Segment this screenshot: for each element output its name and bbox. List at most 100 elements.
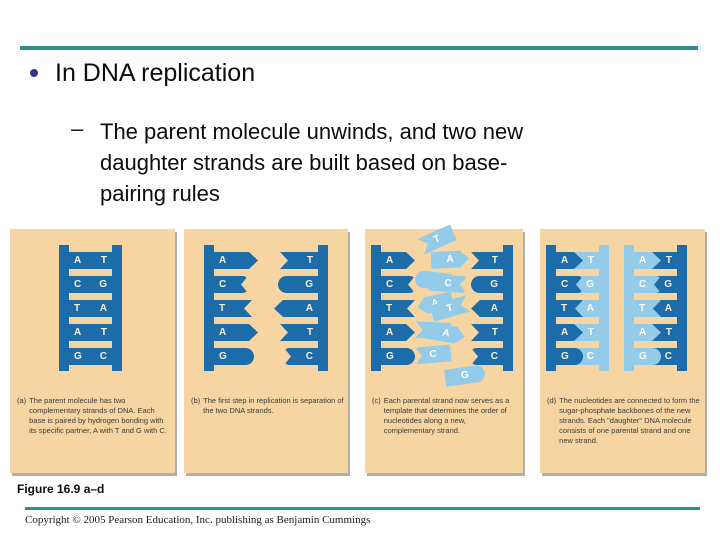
nucleotide-T: T (86, 324, 112, 341)
caption-text: The nucleotides are connected to form th… (559, 396, 700, 445)
subtitle-line-3: pairing rules (100, 181, 220, 206)
nucleotide-A: A (431, 250, 470, 269)
dark-strand-backbone (677, 245, 687, 371)
base-letter: G (639, 350, 647, 362)
nucleotide-C: C (428, 274, 467, 294)
light-strand-backbone (599, 245, 609, 371)
base-letter: T (665, 254, 672, 266)
title-row: In DNA replication (30, 59, 255, 88)
nucleotide-C: C (471, 348, 503, 365)
nucleotide-A: A (69, 324, 96, 341)
nucleotide-T: T (471, 252, 503, 269)
nucleotide-G: G (471, 276, 503, 293)
base-letter: C (99, 350, 107, 362)
subtitle-line-1: The parent molecule unwinds, and two new (100, 119, 524, 144)
nucleotide-A: A (634, 324, 661, 341)
bottom-divider-line (25, 507, 700, 510)
nucleotide-C: C (634, 276, 661, 293)
base-letter: A (664, 302, 672, 314)
panel-c-caption: (c) Each parental strand now serves as a… (372, 396, 519, 436)
nucleotide-G: G (69, 348, 96, 365)
sub-bullet-dash: – (71, 116, 84, 141)
caption-label: (c) (372, 396, 381, 405)
copyright-text: Copyright © 2005 Pearson Education, Inc.… (25, 514, 371, 526)
base-letter: A (99, 302, 107, 314)
base-letter: G (219, 350, 227, 362)
base-letter: T (100, 326, 107, 338)
base-letter: T (561, 302, 568, 314)
base-letter: A (639, 326, 647, 338)
nucleotide-T: T (556, 300, 583, 317)
nucleotide-A: A (651, 300, 677, 317)
base-letter: T (431, 232, 442, 246)
panel-c-dna-diagram: ACTAGTGATCTGATCACTAG (365, 229, 523, 394)
base-letter: C (561, 278, 569, 290)
nucleotide-T: T (417, 224, 457, 254)
nucleotide-A: A (69, 252, 96, 269)
top-divider-line (20, 46, 698, 50)
nucleotide-A: A (471, 300, 503, 317)
nucleotide-C: C (284, 348, 318, 365)
nucleotide-T: T (651, 252, 677, 269)
page-title: In DNA replication (55, 59, 256, 87)
caption-label: (d) (547, 396, 557, 405)
caption-label: (b) (191, 396, 201, 405)
base-letter: C (428, 348, 438, 360)
base-letter: T (491, 326, 498, 338)
nucleotide-A: A (86, 300, 112, 317)
nucleotide-A: A (573, 300, 599, 317)
base-letter: T (74, 302, 81, 314)
subtitle-line-2: daughter strands are built based on base… (100, 150, 508, 175)
base-letter: A (639, 254, 647, 266)
nucleotide-A: A (214, 324, 258, 341)
subtitle: The parent molecule unwinds, and two new… (100, 116, 523, 209)
base-letter: G (386, 350, 394, 362)
panel-a-caption: (a) The parent molecule has two compleme… (17, 396, 171, 436)
light-strand-backbone (624, 245, 634, 371)
nucleotide-G: G (444, 364, 486, 387)
nucleotide-T: T (69, 300, 96, 317)
base-letter: A (561, 326, 569, 338)
base-letter: A (490, 302, 498, 314)
base-letter: C (664, 350, 672, 362)
base-letter: T (306, 326, 313, 338)
base-letter: G (561, 350, 569, 362)
base-letter: G (99, 278, 107, 290)
nucleotide-T: T (214, 300, 252, 317)
dark-strand-backbone (204, 245, 214, 371)
base-letter: T (219, 302, 226, 314)
base-letter: C (639, 278, 647, 290)
base-letter: C (305, 350, 313, 362)
nucleotide-A: A (381, 252, 415, 269)
base-letter: A (561, 254, 569, 266)
base-letter: A (586, 302, 594, 314)
base-letter: C (444, 277, 453, 289)
nucleotide-T: T (280, 252, 318, 269)
base-letter: A (386, 326, 394, 338)
dark-strand-backbone (59, 245, 69, 371)
nucleotide-G: G (278, 276, 318, 293)
base-letter: T (587, 326, 594, 338)
nucleotide-G: G (556, 348, 583, 365)
nucleotide-A: A (274, 300, 318, 317)
base-letter: T (386, 302, 393, 314)
base-letter: T (665, 326, 672, 338)
nucleotide-T: T (573, 252, 599, 269)
base-letter: G (586, 278, 594, 290)
base-letter: T (639, 302, 646, 314)
nucleotide-G: G (214, 348, 254, 365)
nucleotide-T: T (634, 300, 661, 317)
panel-d-caption: (d) The nucleotides are connected to for… (547, 396, 701, 445)
base-letter: A (446, 253, 454, 265)
base-letter: A (219, 254, 227, 266)
base-letter: T (491, 254, 498, 266)
dark-strand-backbone (318, 245, 328, 371)
nucleotide-T: T (573, 324, 599, 341)
base-letter: C (386, 278, 394, 290)
nucleotide-C: C (414, 344, 451, 364)
